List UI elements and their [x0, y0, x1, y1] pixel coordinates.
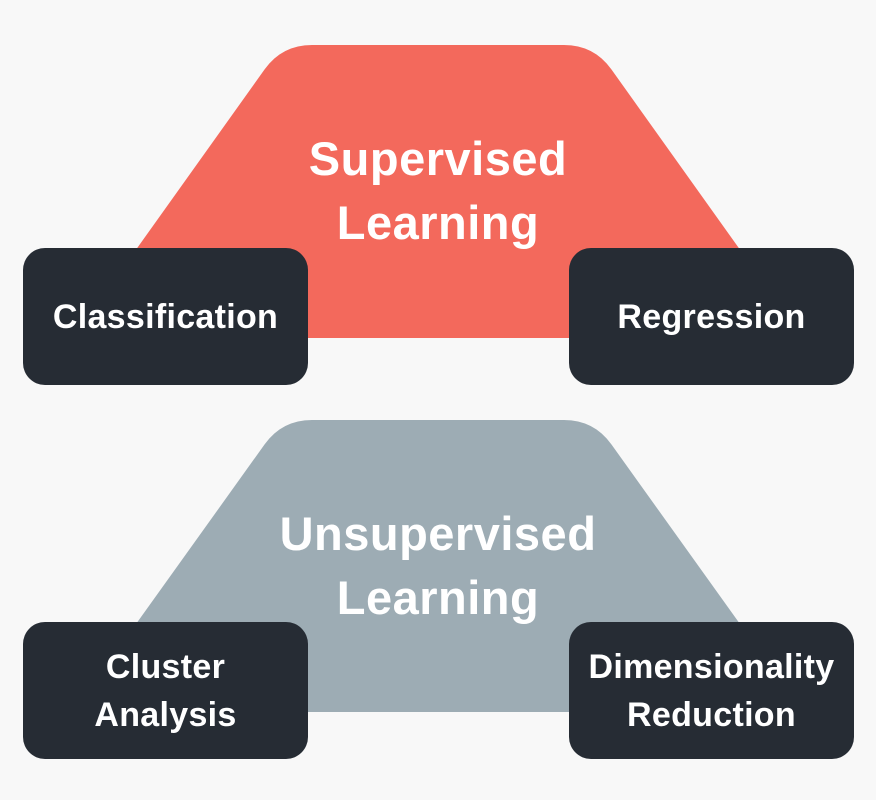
- label-line: Cluster: [105, 647, 226, 686]
- node-cluster-analysis: Cluster Analysis: [23, 622, 308, 759]
- supervised-learning-title: Supervised Learning: [0, 127, 876, 255]
- node-dimensionality-reduction-label: Dimensionality Reduction: [588, 643, 834, 739]
- unsupervised-title-line-1: Unsupervised: [279, 507, 597, 560]
- label-line: Regression: [617, 297, 806, 336]
- label-line: Dimensionality: [588, 647, 835, 686]
- node-cluster-analysis-label: Cluster Analysis: [94, 643, 236, 739]
- node-classification: Classification: [23, 248, 308, 385]
- node-regression: Regression: [569, 248, 854, 385]
- label-line: Classification: [52, 297, 279, 336]
- unsupervised-learning-title: Unsupervised Learning: [0, 502, 876, 630]
- label-line: Reduction: [627, 695, 796, 734]
- node-regression-label: Regression: [617, 293, 805, 341]
- unsupervised-title-line-2: Learning: [336, 571, 540, 624]
- label-line: Analysis: [94, 695, 237, 734]
- supervised-title-line-1: Supervised: [308, 132, 568, 185]
- supervised-title-line-2: Learning: [336, 196, 540, 249]
- node-dimensionality-reduction: Dimensionality Reduction: [569, 622, 854, 759]
- node-classification-label: Classification: [53, 293, 278, 341]
